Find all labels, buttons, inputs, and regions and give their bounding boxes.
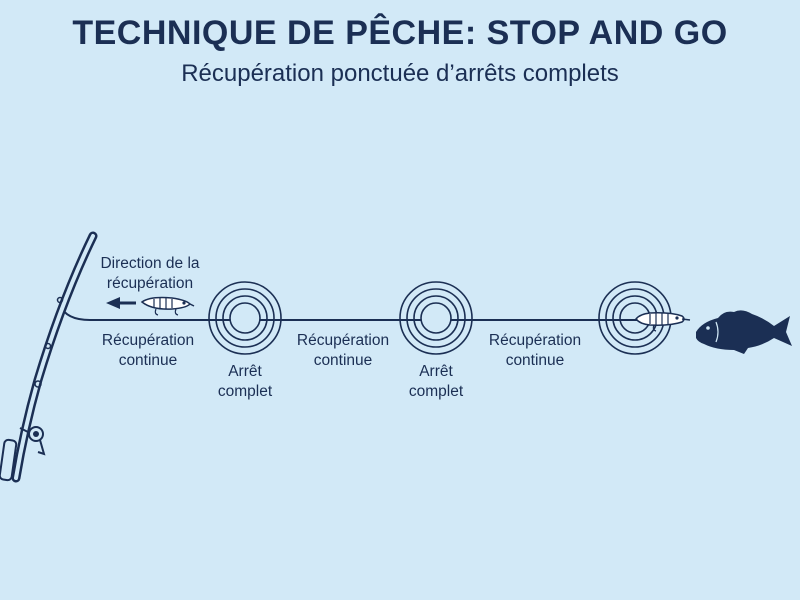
segment-label-line1: Récupération [296,332,390,349]
stop-rings-2 [399,281,473,355]
arrow-left-icon [106,297,136,309]
stop-label-line1: Arrêt [228,363,262,380]
segment-label-line2: continue [313,352,373,369]
stop-label-line2: complet [217,383,273,400]
fishing-line [59,304,640,321]
segment-label: Récupération continue [475,331,595,371]
fishing-rod-icon [0,231,98,483]
stop-rings-1 [208,281,282,355]
direction-label-line2: récupération [106,275,194,292]
direction-label-line1: Direction de la [100,255,200,272]
stop-label: Arrêt complet [391,362,481,402]
segment-label-line1: Récupération [488,332,582,349]
diagram-subtitle: Récupération ponctuée d’arrêts complets [181,60,619,87]
stop-label-line1: Arrêt [419,363,453,380]
segment-label-line2: continue [118,352,178,369]
lure-icon [635,312,691,332]
segment-label: Récupération continue [283,331,403,371]
stop-label: Arrêt complet [200,362,290,402]
direction-label: Direction de la récupération [92,254,208,294]
diagram-title: TECHNIQUE DE PÊCHE: STOP AND GO [72,14,728,52]
segment-label-line2: continue [505,352,565,369]
segment-label-line1: Récupération [101,332,195,349]
stop-label-line2: complet [408,383,464,400]
lure-icon [140,296,195,316]
fish-icon [696,310,792,354]
segment-label: Récupération continue [88,331,208,371]
